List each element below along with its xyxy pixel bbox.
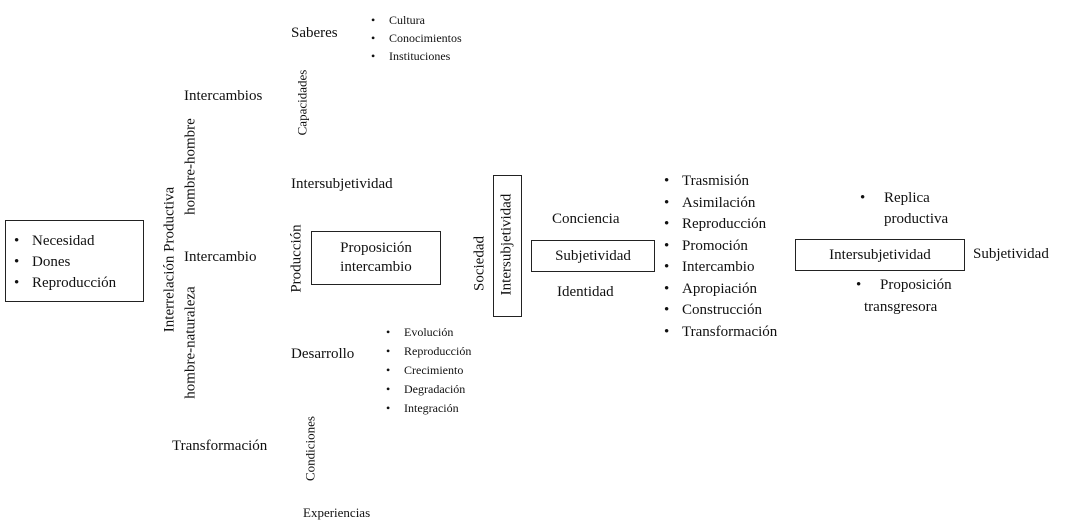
transgresora-bullet: • — [856, 277, 862, 293]
list-item: Cultura — [369, 11, 462, 29]
list-item: Reproducción — [384, 342, 471, 361]
needs-list: Necesidad Dones Reproducción — [12, 231, 116, 294]
intercambio-label: Intercambio — [184, 249, 257, 265]
list-item: Transformación — [662, 322, 777, 344]
list-item: Necesidad — [12, 231, 116, 252]
proposicion-line2: intercambio — [340, 259, 412, 275]
intersubjetividad-label: Intersubjetividad — [291, 176, 393, 192]
proposicion-intercambio-box: Proposición intercambio — [311, 231, 441, 285]
replica-line2: productiva — [884, 211, 949, 227]
saberes-label: Saberes — [291, 25, 338, 41]
list-item: Degradación — [384, 380, 471, 399]
transgresora-line1: Proposición — [880, 277, 952, 293]
list-item: Reproducción — [12, 273, 116, 294]
intercambios-label: Intercambios — [184, 88, 263, 104]
list-item: Reproducción — [662, 214, 777, 236]
conciencia-label: Conciencia — [552, 211, 620, 227]
experiencias-label: Experiencias — [303, 505, 371, 520]
intersubjetividad-vertical-box — [493, 175, 522, 317]
interrelacion-productiva-label: Interrelación Productiva — [161, 186, 178, 333]
intersubjetividad-box-label: Intersubjetividad — [829, 247, 931, 263]
desarrollo-label: Desarrollo — [291, 346, 355, 362]
hombre-hombre-label: hombre-hombre — [182, 118, 199, 215]
process-list: Trasmisión Asimilación Reproducción Prom… — [662, 171, 777, 343]
replica-line1: Replica — [884, 190, 930, 206]
identidad-label: Identidad — [557, 284, 614, 300]
replica-bullet: • — [860, 190, 866, 206]
list-item: Promoción — [662, 236, 777, 258]
desarrollo-list: Evolución Reproducción Crecimiento Degra… — [384, 323, 471, 418]
saberes-list: Cultura Conocimientos Instituciones — [369, 11, 462, 65]
list-item: Apropiación — [662, 279, 777, 301]
list-item: Asimilación — [662, 193, 777, 215]
proposicion-line1: Proposición — [340, 240, 412, 256]
transgresora-line2: transgresora — [864, 299, 938, 315]
list-item: Trasmisión — [662, 171, 777, 193]
list-item: Conocimientos — [369, 29, 462, 47]
condiciones-label: Condiciones — [302, 416, 318, 481]
capacidades-label: Capacidades — [294, 69, 310, 136]
list-item: Evolución — [384, 323, 471, 342]
subjetividad-box-label: Subjetividad — [555, 248, 631, 264]
list-item: Construcción — [662, 300, 777, 322]
subjetividad-box: Subjetividad — [531, 240, 655, 272]
transformacion-label: Transformación — [172, 438, 268, 454]
needs-box: Necesidad Dones Reproducción — [5, 220, 144, 302]
list-item: Integración — [384, 399, 471, 418]
list-item: Crecimiento — [384, 361, 471, 380]
intersubjetividad-box: Intersubjetividad — [795, 239, 965, 271]
subjetividad-right-label: Subjetividad — [973, 246, 1049, 262]
sociedad-label: Sociedad — [471, 236, 488, 291]
list-item: Dones — [12, 252, 116, 273]
list-item: Intercambio — [662, 257, 777, 279]
list-item: Instituciones — [369, 47, 462, 65]
hombre-naturaleza-label: hombre-naturaleza — [182, 286, 199, 399]
produccion-label: Producción — [288, 224, 305, 293]
intersubjetividad-vertical-label: Intersubjetividad — [498, 193, 515, 296]
